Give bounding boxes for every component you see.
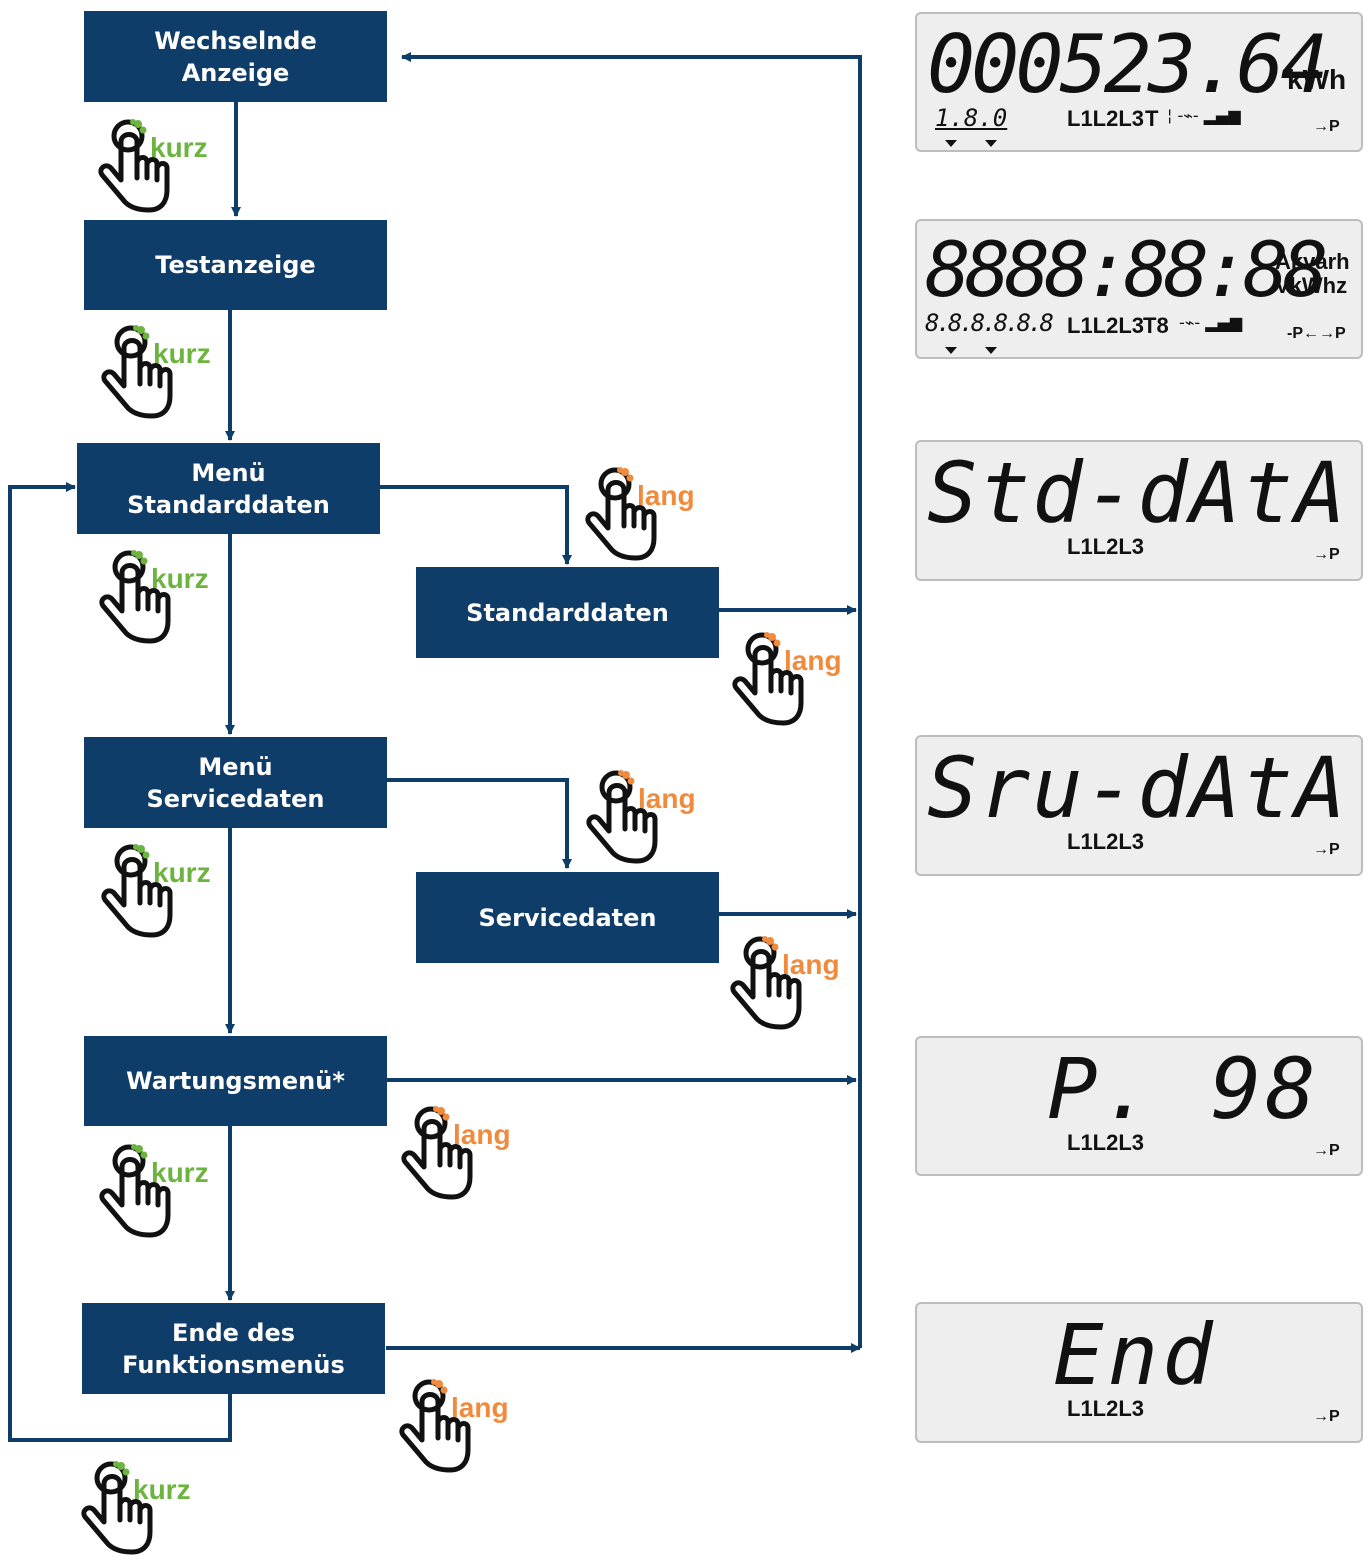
press-label: kurz [150, 132, 208, 163]
box-label: Wartungsmenü* [126, 1067, 345, 1095]
hand-tap-icon [99, 1144, 171, 1238]
lcd-display-srv-data: Sru-dAtA L1L2L3 →P [915, 735, 1363, 876]
box-label: Testanzeige [155, 251, 316, 279]
lcd-phases: L1L2L3 [1067, 106, 1145, 131]
press-label: lang [638, 783, 696, 814]
signal-icon: -⌁- ▂▄▆ [1179, 313, 1243, 332]
hand-tap-icon [586, 770, 658, 864]
press-label: kurz [151, 1157, 209, 1188]
lcd-unit: Akvarh [1275, 249, 1350, 274]
lcd-phases: L1L2L3 [1067, 1396, 1145, 1421]
lcd-phases: L1L2L3 [1067, 829, 1145, 854]
press-short-2: kurz [98, 324, 238, 424]
lcd-direction: -P←→P [1287, 325, 1346, 342]
press-label: lang [637, 480, 695, 511]
box-label: Wechselnde [154, 26, 317, 55]
press-long-2: lang [729, 631, 869, 731]
lcd-tariff: T8 [1143, 313, 1169, 338]
lcd-main-reading: 8888:88:88 [925, 225, 1329, 314]
hand-tap-icon [101, 844, 173, 938]
lcd-main-reading: Std-dAtA [927, 444, 1348, 542]
hand-tap-icon [401, 1106, 473, 1200]
hand-tap-icon [98, 119, 170, 213]
lcd-main-reading: P. 98 [1047, 1040, 1320, 1138]
press-label: kurz [153, 857, 211, 888]
box-wartungsmenu: Wartungsmenü* [84, 1036, 387, 1126]
press-label: lang [453, 1119, 511, 1150]
hand-tap-icon [81, 1461, 153, 1555]
press-short-3: kurz [96, 549, 236, 649]
press-long-4: lang [727, 935, 867, 1035]
arrow-menu-srv-to-servicedaten [386, 778, 572, 869]
lcd-direction: →P [1313, 118, 1340, 135]
lcd-display-maintenance: P. 98 L1L2L3 →P [915, 1036, 1363, 1176]
lcd-direction: →P [1313, 546, 1340, 563]
hand-tap-icon [399, 1379, 471, 1473]
lcd-phases: L1L2L3 [1067, 1130, 1145, 1155]
press-label: kurz [133, 1474, 191, 1505]
hand-tap-icon [732, 632, 804, 726]
press-short-6: kurz [78, 1460, 218, 1560]
hand-tap-icon [101, 325, 173, 419]
lcd-direction: →P [1313, 1142, 1340, 1159]
lcd-obis-code: 1.8.0 [935, 104, 1008, 132]
press-label: lang [451, 1392, 509, 1423]
hand-tap-icon [730, 936, 802, 1030]
lcd-phases: L1L2L3 [1067, 534, 1145, 559]
press-long-3: lang [583, 769, 723, 869]
return-line-to-wechselnde [401, 52, 862, 1348]
press-label: lang [782, 949, 840, 980]
lcd-marker [985, 347, 997, 354]
box-label: Menü [198, 752, 273, 781]
lcd-unit: kWh [1287, 64, 1347, 95]
arrow-menu-std-to-standarddaten [380, 485, 572, 565]
box-testanzeige: Testanzeige [84, 220, 387, 310]
lcd-marker [945, 347, 957, 354]
lcd-display-end: End L1L2L3 →P [915, 1302, 1363, 1443]
press-label: kurz [151, 563, 209, 594]
lcd-display-std-data: Std-dAtA L1L2L3 →P [915, 440, 1363, 581]
lcd-main-reading: Sru-dAtA [927, 739, 1348, 837]
press-long-5: lang [398, 1105, 538, 1205]
box-label: Servicedaten [146, 784, 325, 813]
loop-line-ende-to-menu-std [8, 482, 232, 1442]
press-label: lang [784, 645, 842, 676]
box-label: Funktionsmenüs [122, 1350, 345, 1379]
lcd-marker [985, 140, 997, 147]
box-label: Servicedaten [478, 903, 657, 932]
lcd-unit: VkWhz [1275, 273, 1348, 298]
box-label: Anzeige [181, 58, 290, 87]
box-label: Menü [191, 458, 266, 487]
box-label: Standarddaten [127, 490, 330, 519]
lcd-direction: →P [1313, 841, 1340, 858]
box-label: Ende des [171, 1318, 296, 1347]
signal-icon: ¦ -⌁- ▂▄▆ [1167, 106, 1241, 125]
lcd-display-test: 8888:88:88 Akvarh VkWhz 8.8.8.8.8.8 L1L2… [915, 219, 1363, 359]
box-standarddaten: Standarddaten [416, 567, 719, 658]
press-long-6: lang [396, 1378, 536, 1478]
lcd-main-reading: 000523.64 [927, 18, 1328, 111]
press-short-1: kurz [95, 118, 235, 218]
lcd-marker [945, 140, 957, 147]
lcd-obis-code: 8.8.8.8.8.8 [925, 309, 1054, 337]
lcd-phases: L1L2L3 [1067, 313, 1145, 338]
box-servicedaten: Servicedaten [416, 872, 719, 963]
press-short-5: kurz [96, 1143, 236, 1243]
hand-tap-icon [585, 467, 657, 561]
press-short-4: kurz [98, 843, 238, 943]
hand-tap-icon [99, 550, 171, 644]
press-label: kurz [153, 338, 211, 369]
lcd-tariff: T [1145, 106, 1159, 131]
box-label: Standarddaten [466, 598, 669, 627]
press-long-1: lang [582, 466, 722, 566]
lcd-display-energy: 000523.64 kWh 1.8.0 L1L2L3 T ¦ -⌁- ▂▄▆ →… [915, 12, 1363, 152]
lcd-main-reading: End [1053, 1306, 1217, 1404]
lcd-direction: →P [1313, 1408, 1340, 1425]
